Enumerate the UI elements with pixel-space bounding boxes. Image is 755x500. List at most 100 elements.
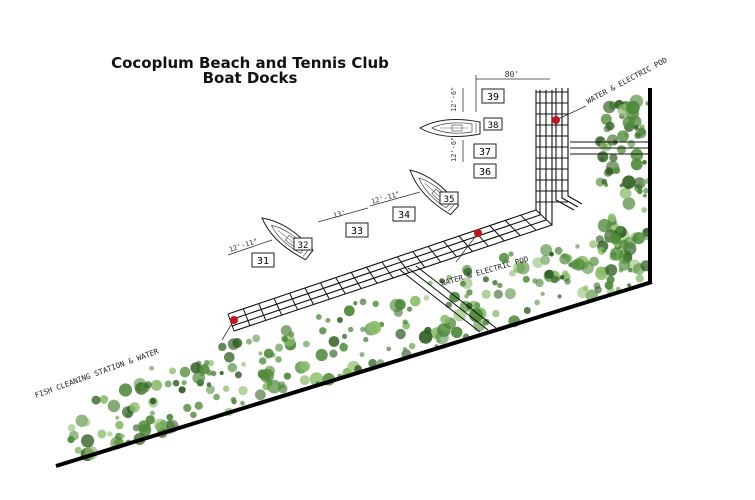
- vegetation-clump: [343, 305, 355, 317]
- vegetation-clump: [234, 371, 242, 379]
- page-title: Cocoplum Beach and Tennis Club: [111, 54, 389, 72]
- vegetation-clump: [597, 218, 612, 233]
- vegetation-clump: [91, 395, 101, 405]
- vegetation-clump: [593, 282, 601, 290]
- vegetation-clump: [642, 180, 647, 185]
- seawall: [55, 88, 653, 468]
- vegetation-clump: [423, 294, 430, 301]
- vegetation-clump: [508, 251, 514, 257]
- vegetation-clump: [149, 365, 155, 371]
- vegetation-clump: [604, 236, 610, 243]
- vegetation-clump: [608, 216, 615, 223]
- vegetation-clump: [336, 317, 343, 323]
- vegetation-clump: [630, 148, 644, 162]
- vegetation-clump: [534, 299, 540, 306]
- vegetation-clump: [482, 276, 489, 283]
- vegetation-clump: [544, 269, 554, 279]
- pod-markers: [221, 105, 587, 341]
- slip-box-32: 32: [293, 237, 313, 251]
- vegetation-clump: [615, 225, 624, 234]
- vegetation-clump: [367, 320, 382, 335]
- vegetation-clump: [207, 359, 214, 367]
- pod-marker-upper: [552, 116, 560, 124]
- vegetation-clump: [74, 446, 82, 454]
- vegetation-clump: [493, 289, 503, 299]
- vegetation-clump: [149, 397, 157, 405]
- vegetation-clump: [386, 346, 392, 352]
- vegetation-clump: [523, 307, 531, 314]
- vegetation-clump: [435, 330, 449, 345]
- vegetation-clump: [635, 127, 647, 139]
- vegetation-clump: [440, 314, 450, 324]
- vegetation-clump: [359, 352, 365, 358]
- vegetation-clump: [359, 298, 367, 306]
- vegetation-clump: [240, 400, 245, 406]
- slip-number: 37: [479, 147, 491, 158]
- vegetation-clump: [348, 326, 354, 333]
- vegetation-clump: [363, 336, 369, 343]
- north-walkway: [555, 88, 575, 211]
- vegetation-clump: [589, 240, 598, 249]
- vegetation-clump: [203, 360, 210, 366]
- vegetation-clump: [315, 348, 328, 362]
- pod-marker-lower: [474, 229, 482, 237]
- vegetation-clump: [227, 362, 237, 373]
- vegetation-clump: [619, 239, 629, 250]
- dimension-upper-2: 12'-6": [450, 137, 458, 162]
- vegetation-clump: [402, 347, 408, 352]
- seawall-line-lower: [55, 280, 653, 468]
- walkway-tick: [366, 266, 378, 284]
- vegetation-clump: [115, 415, 120, 420]
- slip-number: 39: [487, 92, 499, 103]
- vegetation-clump: [129, 402, 140, 413]
- vegetation-clump: [605, 264, 618, 277]
- slip-number: 33: [351, 226, 363, 237]
- vegetation-clump: [213, 393, 220, 401]
- dimension-lines: [227, 75, 550, 256]
- vegetation-clump: [619, 183, 624, 188]
- vegetation-clump: [637, 188, 643, 195]
- walkway-tick: [335, 277, 346, 295]
- vegetation-clump: [492, 309, 500, 318]
- vegetation-clump: [257, 369, 268, 379]
- vegetation-clump: [492, 280, 498, 286]
- vegetation-clump: [172, 379, 180, 387]
- lower-connector-rail: [415, 265, 497, 329]
- vegetation-clump: [595, 266, 607, 278]
- slip-box-37: 37: [473, 143, 497, 159]
- vegetation-clump: [603, 100, 616, 114]
- main-walkway-rail: [229, 90, 541, 321]
- vegetation-clump: [353, 301, 358, 306]
- vegetation-clump: [299, 361, 311, 372]
- walkway-tick: [412, 251, 426, 268]
- vegetation-clump: [641, 207, 648, 213]
- walkway-tick: [396, 256, 410, 273]
- vegetation-clump: [466, 289, 473, 296]
- vegetation-clump: [149, 410, 155, 416]
- vegetation-clump: [67, 436, 75, 444]
- vegetation: [67, 94, 652, 462]
- north-walkway-rail: [567, 88, 583, 205]
- vegetation-clump: [303, 340, 310, 348]
- boat-slip-38: [419, 119, 481, 137]
- vegetation-clump: [145, 423, 151, 429]
- vegetation-clump: [144, 381, 152, 389]
- vegetation-clump: [107, 431, 113, 437]
- vegetation-clump: [451, 326, 463, 338]
- vegetation-clump: [463, 267, 473, 277]
- walkway-tick: [319, 282, 330, 300]
- slip-box-31: 31: [251, 252, 275, 268]
- vegetation-clump: [617, 130, 629, 143]
- vegetation-clump: [627, 283, 632, 288]
- walkway-tick: [535, 209, 553, 226]
- vegetation-clump: [368, 358, 377, 368]
- vegetation-clump: [572, 258, 585, 271]
- vegetation-clump: [559, 253, 571, 265]
- vegetation-clump: [642, 160, 647, 165]
- walkway-tick: [489, 225, 505, 242]
- vegetation-clump: [372, 300, 379, 307]
- walkway-tick: [304, 287, 314, 305]
- vegetation-clump: [246, 338, 252, 345]
- vegetation-clump: [532, 278, 538, 284]
- vegetation-clump: [408, 342, 416, 350]
